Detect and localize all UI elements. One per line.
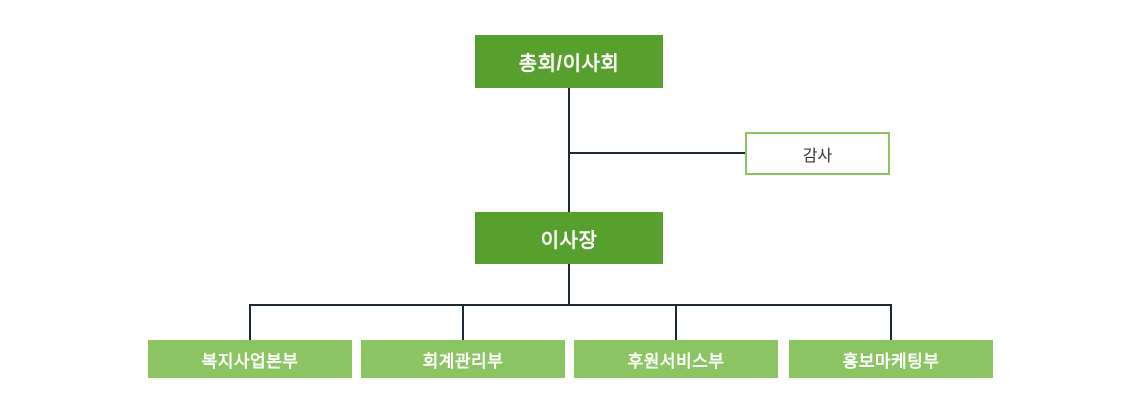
connector-drop-sponsor <box>675 304 677 340</box>
org-node-general-assembly: 총회/이사회 <box>475 35 663 88</box>
connector-assembly-to-chairman <box>568 88 570 212</box>
connector-drop-accounting <box>462 304 464 340</box>
org-node-dept-pr-marketing: 홍보마케팅부 <box>789 340 993 378</box>
org-node-dept-accounting: 회계관리부 <box>361 340 565 378</box>
org-node-dept-welfare-business: 복지사업본부 <box>148 340 352 378</box>
org-node-chairman: 이사장 <box>475 212 663 264</box>
connector-department-bar <box>249 304 892 306</box>
connector-to-auditor <box>569 152 745 154</box>
connector-drop-welfare <box>249 304 251 340</box>
org-node-auditor: 감사 <box>745 132 890 175</box>
connector-drop-marketing <box>890 304 892 340</box>
connector-chairman-to-bar <box>568 264 570 306</box>
org-node-dept-sponsor-service: 후원서비스부 <box>574 340 778 378</box>
